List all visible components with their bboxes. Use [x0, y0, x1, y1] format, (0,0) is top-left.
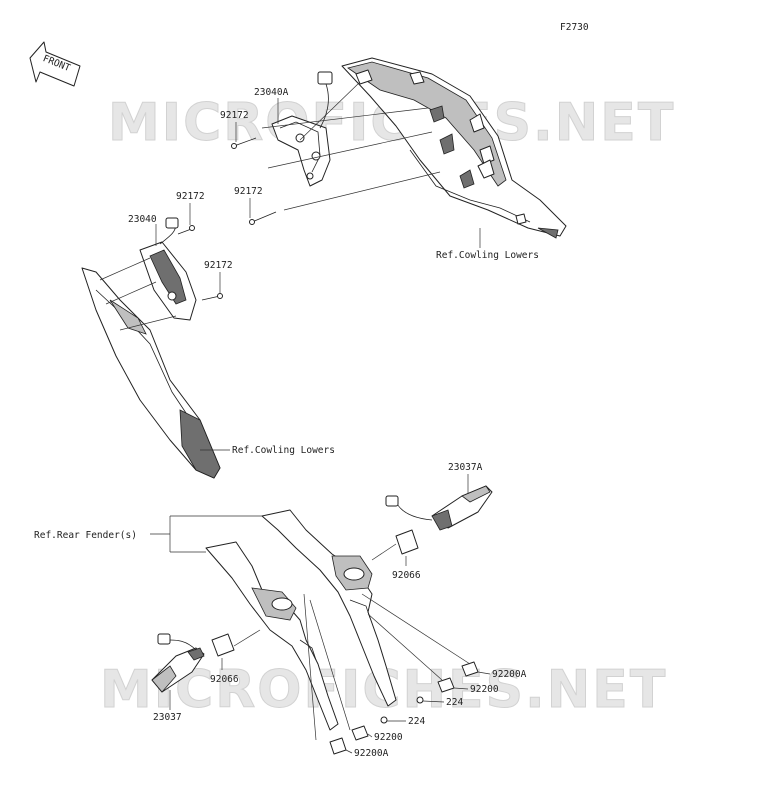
- rear-fender-bracket-right: [261, 509, 397, 707]
- bolt-224-right: [416, 696, 424, 704]
- label-ref-cowling-upper: Ref.Cowling Lowers: [436, 250, 539, 261]
- label-224-right: 224: [446, 697, 463, 708]
- label-23040: 23040: [128, 214, 157, 225]
- label-92066-right: 92066: [392, 570, 421, 581]
- turn-signal-23037A: [385, 485, 493, 531]
- label-ref-rear-fender: Ref.Rear Fender(s): [34, 530, 137, 541]
- grommet-92066-left: [211, 633, 235, 670]
- nut-92200A-left: [329, 737, 347, 755]
- figure-code: F2730: [560, 22, 589, 33]
- label-ref-cowling-lower: Ref.Cowling Lowers: [232, 445, 335, 456]
- label-92066-left: 92066: [210, 674, 239, 685]
- label-224-left: 224: [408, 716, 425, 727]
- label-92172-c: 92172: [176, 191, 205, 202]
- label-92200A-right: 92200A: [492, 669, 527, 680]
- label-92200A-left: 92200A: [354, 748, 389, 759]
- screw-92172-b: [249, 211, 277, 225]
- label-23037A: 23037A: [448, 462, 483, 473]
- label-23037: 23037: [153, 712, 182, 723]
- bolt-224-left: [380, 716, 388, 724]
- screw-92172-d: [201, 293, 223, 301]
- screw-92172-a: [231, 137, 257, 149]
- front-arrow-icon: FRONT: [29, 41, 81, 87]
- rear-fender-bracket-left: [205, 541, 339, 731]
- turn-signal-bracket-23040: [139, 217, 197, 321]
- label-92200-left: 92200: [374, 732, 403, 743]
- grommet-92066-right: [395, 529, 419, 566]
- turn-signal-bracket-23040A: [271, 71, 333, 187]
- cowling-lower-right: [341, 57, 567, 239]
- turn-signal-23037: [151, 633, 205, 693]
- label-92172-b: 92172: [234, 186, 263, 197]
- cowling-lower-left: [81, 267, 221, 479]
- label-92200-right: 92200: [470, 684, 499, 695]
- label-92172-d: 92172: [204, 260, 233, 271]
- washer-92200-left: [351, 725, 369, 741]
- label-23040A: 23040A: [254, 87, 289, 98]
- screw-92172-c: [177, 225, 195, 235]
- label-92172-a: 92172: [220, 110, 249, 121]
